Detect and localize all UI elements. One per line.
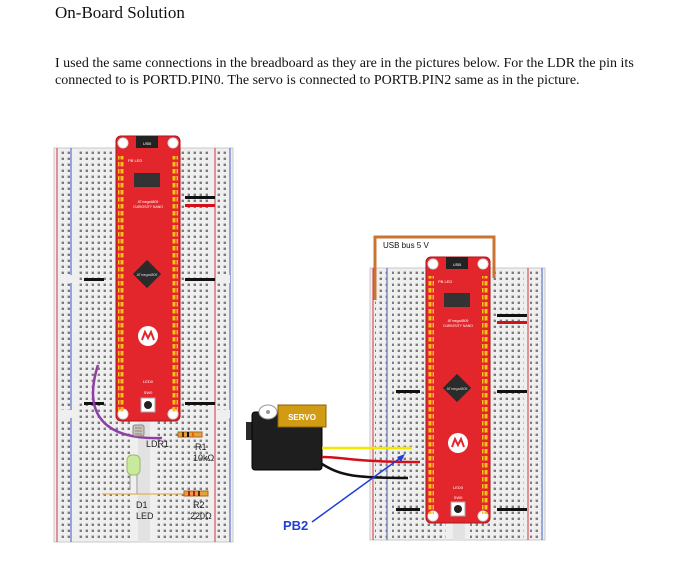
servo-ground-wire xyxy=(321,462,409,480)
servo-wires xyxy=(321,446,421,480)
pb2-label: PB2 xyxy=(283,518,308,533)
servo-label: SERVO xyxy=(288,413,316,422)
usb-connector xyxy=(446,257,468,269)
servo-motor: SERVO xyxy=(246,404,327,471)
board-chip-label: ATmega4809 xyxy=(138,200,159,204)
d1-name: D1 xyxy=(136,500,148,510)
board-product-label: CURIOSITY NANO xyxy=(133,205,163,209)
board-led-label: PB LED xyxy=(128,158,142,163)
description-paragraph: I used the same connections in the bread… xyxy=(55,56,634,88)
resistor-r2 xyxy=(183,490,209,497)
page-title: On-Board Solution xyxy=(55,3,185,22)
usb-bus-wire: USB bus 5 V xyxy=(373,235,496,300)
board-led-label: PB LED xyxy=(438,279,452,284)
usb-label: USB xyxy=(453,262,462,267)
debugger-chip xyxy=(444,293,470,307)
led-d1 xyxy=(126,454,141,476)
switch-label: SW0 xyxy=(144,390,153,395)
pb2-callout: PB2 xyxy=(283,454,405,533)
left-curiosity-nano-board: USB PB LED ATmega4809 CURIOSITY NANO ATm… xyxy=(115,135,181,422)
ldr-jumper-wire xyxy=(91,364,163,440)
r2-name: R2 xyxy=(193,500,205,510)
usb-bus-label: USB bus 5 V xyxy=(383,241,429,250)
mcu-label: ATmega4809 xyxy=(447,387,468,391)
resistor-r1 xyxy=(177,431,203,438)
r1-name: R1 xyxy=(195,442,207,452)
usb-label: USB xyxy=(143,141,152,146)
ldr-label: LDR1 xyxy=(146,439,169,449)
mcu-label: ATmega4809 xyxy=(137,273,158,277)
left-circuit-parts: LDR1 R1 10kΩ D1 LED R2 220Ω xyxy=(91,364,215,521)
servo-power-wire xyxy=(321,455,421,464)
right-curiosity-nano-board: USB PB LED ATmega4809 CURIOSITY NANO ATm… xyxy=(425,256,491,524)
right-power-jumpers xyxy=(396,314,527,511)
debugger-chip xyxy=(134,173,160,187)
board-chip-label: ATmega4809 xyxy=(448,319,469,323)
mcu-chip xyxy=(442,373,472,403)
power-led-label: LED0 xyxy=(453,485,464,490)
switch-label: SW0 xyxy=(454,495,463,500)
power-led-label: LED0 xyxy=(143,379,154,384)
d1-type: LED xyxy=(136,511,154,521)
r2-value: 220Ω xyxy=(190,511,212,521)
board-product-label: CURIOSITY NANO xyxy=(443,324,473,328)
r1-value: 10kΩ xyxy=(193,453,215,463)
usb-connector xyxy=(136,136,158,148)
